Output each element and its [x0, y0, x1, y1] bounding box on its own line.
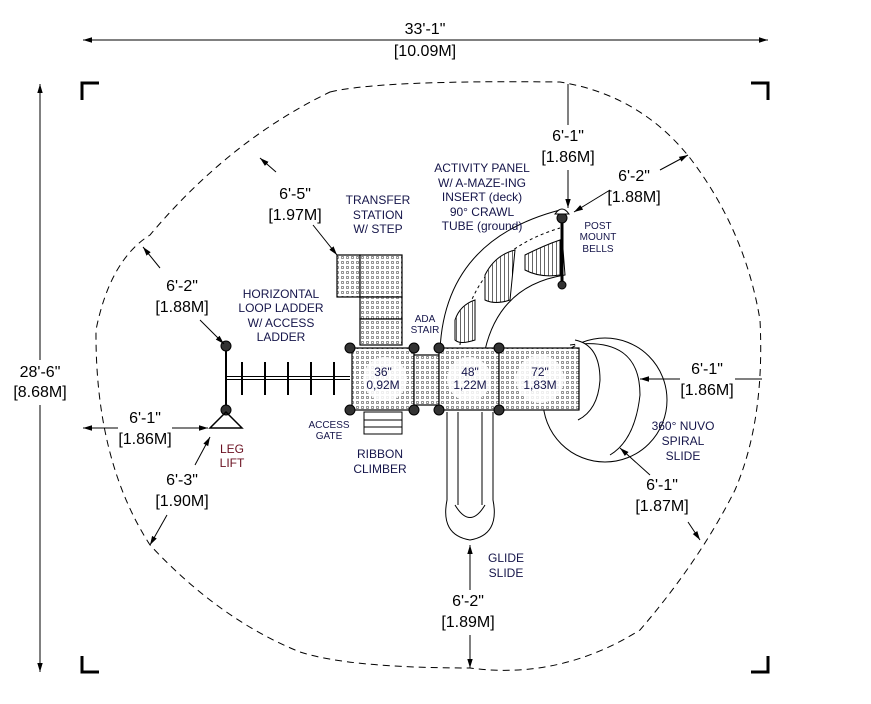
svg-text:6'-1": 6'-1": [552, 128, 584, 145]
spiral-slide-label: 360° NUVO SPIRAL SLIDE: [652, 419, 715, 463]
svg-text:[1.86M]: [1.86M]: [118, 431, 171, 448]
overall-depth-dimension: 28'-6" [8.68M]: [13, 84, 67, 672]
svg-text:BELLS: BELLS: [582, 244, 613, 255]
svg-text:[1.88M]: [1.88M]: [155, 299, 208, 316]
svg-text:[10.09M]: [10.09M]: [394, 43, 456, 60]
overall-width-dimension: 33'-1" [10.09M]: [83, 21, 768, 60]
svg-text:[1.97M]: [1.97M]: [268, 207, 321, 224]
loop-ladder-label: HORIZONTAL LOOP LADDER W/ ACCESS LADDER: [238, 287, 323, 344]
svg-text:6'-2": 6'-2": [618, 168, 650, 185]
svg-text:28'-6": 28'-6": [20, 364, 61, 381]
svg-text:STAIR: STAIR: [411, 325, 440, 336]
svg-text:POST: POST: [584, 221, 611, 232]
svg-text:ACCESS: ACCESS: [308, 420, 349, 431]
play-structure: [208, 208, 668, 541]
svg-text:W/ A-MAZE-ING: W/ A-MAZE-ING: [438, 176, 526, 190]
svg-text:36": 36": [374, 365, 392, 379]
svg-text:[8.68M]: [8.68M]: [13, 384, 66, 401]
svg-text:TUBE (ground): TUBE (ground): [442, 219, 523, 233]
leg-lift-label: LEG LIFT: [220, 442, 245, 470]
activity-panel-label: ACTIVITY PANEL W/ A-MAZE-ING INSERT (dec…: [434, 161, 530, 233]
ada-stair-label: ADA STAIR: [411, 314, 440, 336]
svg-text:LADDER: LADDER: [257, 330, 306, 344]
svg-text:LIFT: LIFT: [220, 456, 245, 470]
svg-text:6'-1": 6'-1": [646, 477, 678, 494]
svg-text:33'-1": 33'-1": [405, 21, 446, 38]
svg-text:6'-2": 6'-2": [452, 593, 484, 610]
svg-text:INSERT (deck): INSERT (deck): [442, 190, 522, 204]
corner-marks: [80, 81, 770, 674]
svg-text:6'-1": 6'-1": [129, 410, 161, 427]
svg-text:SPIRAL: SPIRAL: [662, 434, 705, 448]
svg-text:GLIDE: GLIDE: [488, 551, 524, 565]
transfer-station-label: TRANSFER STATION W/ STEP: [346, 193, 411, 236]
svg-text:[1.86M]: [1.86M]: [541, 149, 594, 166]
svg-text:CLIMBER: CLIMBER: [353, 462, 407, 476]
svg-text:6'-2": 6'-2": [166, 278, 198, 295]
svg-text:RIBBON: RIBBON: [357, 447, 403, 461]
svg-text:90° CRAWL: 90° CRAWL: [450, 205, 515, 219]
svg-text:360° NUVO: 360° NUVO: [652, 419, 715, 433]
post-mount-bells-label: POST MOUNT BELLS: [580, 221, 617, 255]
dimension-callouts: 6'-1" [1.86M] 6'-2" [1.88M] 6'-5" [1.97M…: [83, 84, 762, 668]
svg-text:TRANSFER: TRANSFER: [346, 193, 411, 207]
svg-text:LOOP LADDER: LOOP LADDER: [238, 301, 323, 315]
svg-text:6'-3": 6'-3": [166, 472, 198, 489]
svg-text:STATION: STATION: [353, 208, 403, 222]
svg-text:[1.88M]: [1.88M]: [607, 189, 660, 206]
svg-text:[1.86M]: [1.86M]: [680, 382, 733, 399]
svg-text:48": 48": [461, 365, 479, 379]
svg-text:SLIDE: SLIDE: [666, 449, 701, 463]
svg-text:MOUNT: MOUNT: [580, 232, 617, 243]
svg-text:72": 72": [531, 365, 549, 379]
svg-text:6'-1": 6'-1": [691, 361, 723, 378]
component-labels: ACTIVITY PANEL W/ A-MAZE-ING INSERT (dec…: [220, 161, 715, 580]
svg-text:W/ STEP: W/ STEP: [353, 222, 402, 236]
access-gate-label: ACCESS GATE: [308, 420, 349, 442]
svg-text:SLIDE: SLIDE: [489, 566, 524, 580]
deck-heights: 36" 0,92M 48" 1,22M 72" 1,83M: [366, 365, 556, 392]
svg-text:LEG: LEG: [220, 442, 244, 456]
glide-slide-label: GLIDE SLIDE: [488, 551, 524, 580]
svg-text:HORIZONTAL: HORIZONTAL: [243, 287, 320, 301]
use-zone-boundary: [95, 81, 762, 671]
svg-text:0,92M: 0,92M: [366, 378, 399, 392]
svg-text:6'-5": 6'-5": [279, 186, 311, 203]
svg-text:[1.87M]: [1.87M]: [635, 498, 688, 515]
svg-text:ADA: ADA: [415, 314, 436, 325]
svg-text:1,22M: 1,22M: [453, 378, 486, 392]
svg-text:GATE: GATE: [316, 431, 343, 442]
svg-text:1,83M: 1,83M: [523, 378, 556, 392]
svg-text:[1.90M]: [1.90M]: [155, 493, 208, 510]
ribbon-climber-label: RIBBON CLIMBER: [353, 447, 407, 476]
svg-text:ACTIVITY PANEL: ACTIVITY PANEL: [434, 161, 530, 175]
svg-text:[1.89M]: [1.89M]: [441, 614, 494, 631]
svg-text:W/ ACCESS: W/ ACCESS: [248, 316, 315, 330]
